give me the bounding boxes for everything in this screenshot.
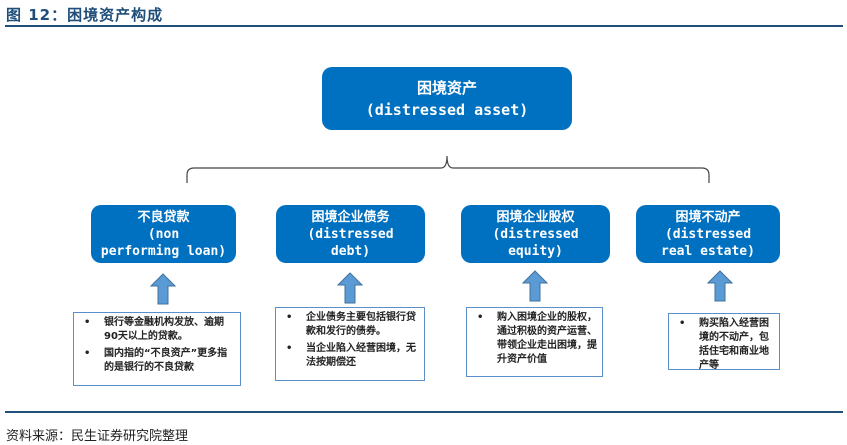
node-debt: 困境企业债务 (distressed debt) bbox=[276, 205, 425, 263]
note-npl: 银行等金融机构发放、逾期90天以上的贷款。 国内指的“不良资产”更多指的是银行的… bbox=[73, 312, 241, 386]
node-cn: 困境企业股权 bbox=[496, 209, 575, 225]
source-note: 资料来源：民生证券研究院整理 bbox=[6, 429, 189, 444]
node-real-estate: 困境不动产 (distressed real estate) bbox=[636, 205, 780, 263]
arrow-up-icon bbox=[522, 270, 548, 302]
note-real-estate: 购买陷入经营困境的不动产，包括住宅和商业地产等 bbox=[668, 313, 780, 373]
node-en: (distressed bbox=[664, 226, 752, 242]
root-node: 困境资产 (distressed asset) bbox=[322, 67, 572, 130]
node-cn: 困境企业债务 bbox=[311, 209, 390, 225]
note-item: 银行等金融机构发放、逾期90天以上的贷款。 bbox=[84, 316, 236, 344]
note-item: 国内指的“不良资产”更多指的是银行的不良贷款 bbox=[84, 347, 236, 375]
note-item: 购买陷入经营困境的不动产，包括住宅和商业地产等 bbox=[679, 317, 775, 373]
node-en: performing loan) bbox=[100, 243, 227, 259]
root-en: (distressed asset) bbox=[365, 100, 529, 119]
note-debt: 企业债务主要包括银行贷款和发行的债券。 当企业陷入经营困境，无法按期偿还 bbox=[275, 307, 425, 381]
node-equity: 困境企业股权 (distressed equity) bbox=[461, 205, 610, 263]
top-divider bbox=[5, 25, 843, 27]
note-item: 当企业陷入经营困境，无法按期偿还 bbox=[286, 342, 420, 370]
arrow-up-icon bbox=[150, 273, 176, 305]
figure-title: 图 12：困境资产构成 bbox=[6, 6, 164, 24]
node-cn: 困境不动产 bbox=[675, 209, 741, 225]
node-en: real estate) bbox=[661, 243, 755, 259]
node-en: debt) bbox=[330, 243, 371, 259]
note-item: 企业债务主要包括银行贷款和发行的债券。 bbox=[286, 311, 420, 339]
arrow-up-icon bbox=[337, 272, 363, 304]
note-item: 购入困境企业的股权，通过积极的资产运营、带领企业走出困境，提升资产价值 bbox=[477, 311, 598, 367]
node-en: equity) bbox=[508, 243, 563, 259]
node-en: (distressed bbox=[307, 226, 394, 242]
bottom-divider bbox=[5, 411, 843, 413]
arrow-up-icon bbox=[707, 270, 733, 302]
node-en: (non bbox=[147, 226, 180, 242]
note-equity: 购入困境企业的股权，通过积极的资产运营、带领企业走出困境，提升资产价值 bbox=[466, 307, 603, 377]
node-en: (distressed bbox=[492, 226, 579, 242]
node-npl: 不良贷款 (non performing loan) bbox=[91, 205, 236, 263]
node-cn: 不良贷款 bbox=[137, 209, 190, 225]
root-cn: 困境资产 bbox=[416, 78, 477, 97]
